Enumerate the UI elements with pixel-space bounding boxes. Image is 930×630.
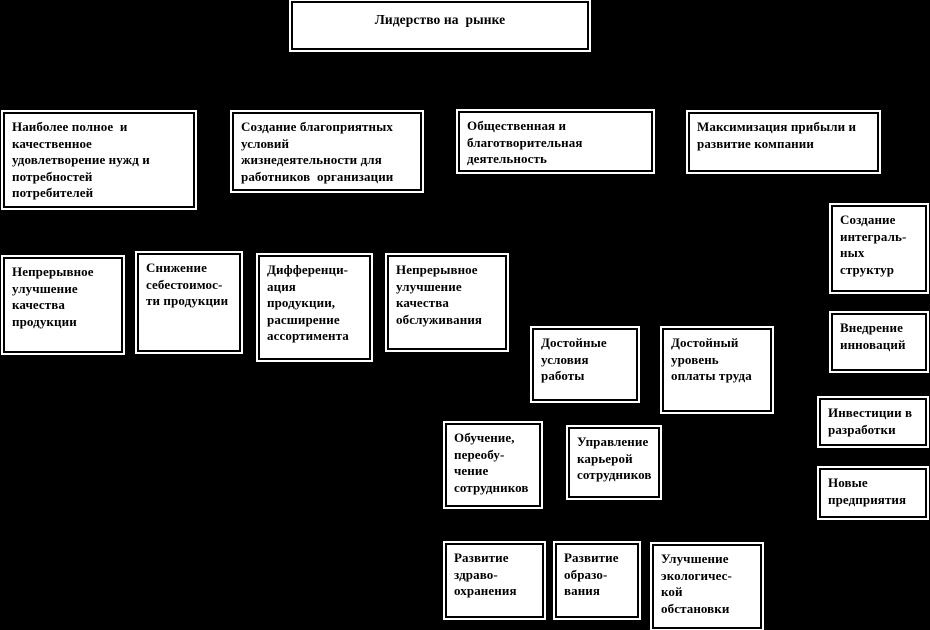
node-decent-pay-level: Достойный уровень оплаты труда bbox=[660, 326, 774, 414]
node-healthcare-development: Развитие здраво- охранения bbox=[443, 541, 546, 620]
node-rnd-investments: Инвестиции в разработки bbox=[817, 396, 929, 448]
node-consumer-satisfaction: Наиболее полное и качественное удовлетво… bbox=[1, 110, 197, 210]
node-favorable-conditions: Создание благоприятных условий жизнедеят… bbox=[230, 110, 424, 193]
node-product-quality-improvement: Непрерывное улучшение качества продукции bbox=[1, 255, 125, 355]
node-education-development: Развитие образо- вания bbox=[553, 541, 641, 620]
node-product-differentiation: Дифференци- ация продукции, расширение а… bbox=[256, 253, 373, 362]
node-employee-training: Обучение, переобу- чение сотрудников bbox=[443, 421, 543, 509]
node-service-quality-improvement: Непрерывное улучшение качества обслужива… bbox=[385, 253, 509, 352]
node-market-leadership: Лидерство на рынке bbox=[289, 0, 591, 52]
node-ecology-improvement: Улучшение экологичес- кой обстановки bbox=[650, 542, 764, 630]
node-integral-structures: Создание интеграль- ных структур bbox=[829, 203, 929, 294]
node-new-enterprises: Новые предприятия bbox=[817, 466, 929, 520]
node-decent-working-conditions: Достойные условия работы bbox=[530, 326, 640, 403]
node-innovation-implementation: Внедрение инноваций bbox=[829, 311, 929, 373]
node-career-management: Управление карьерой сотрудников bbox=[566, 425, 662, 500]
node-profit-maximization: Максимизация прибыли и развитие компании bbox=[686, 110, 881, 174]
node-cost-reduction: Снижение себестоимос- ти продукции bbox=[135, 251, 243, 354]
node-social-charity: Общественная и благотворительная деятель… bbox=[456, 109, 655, 174]
